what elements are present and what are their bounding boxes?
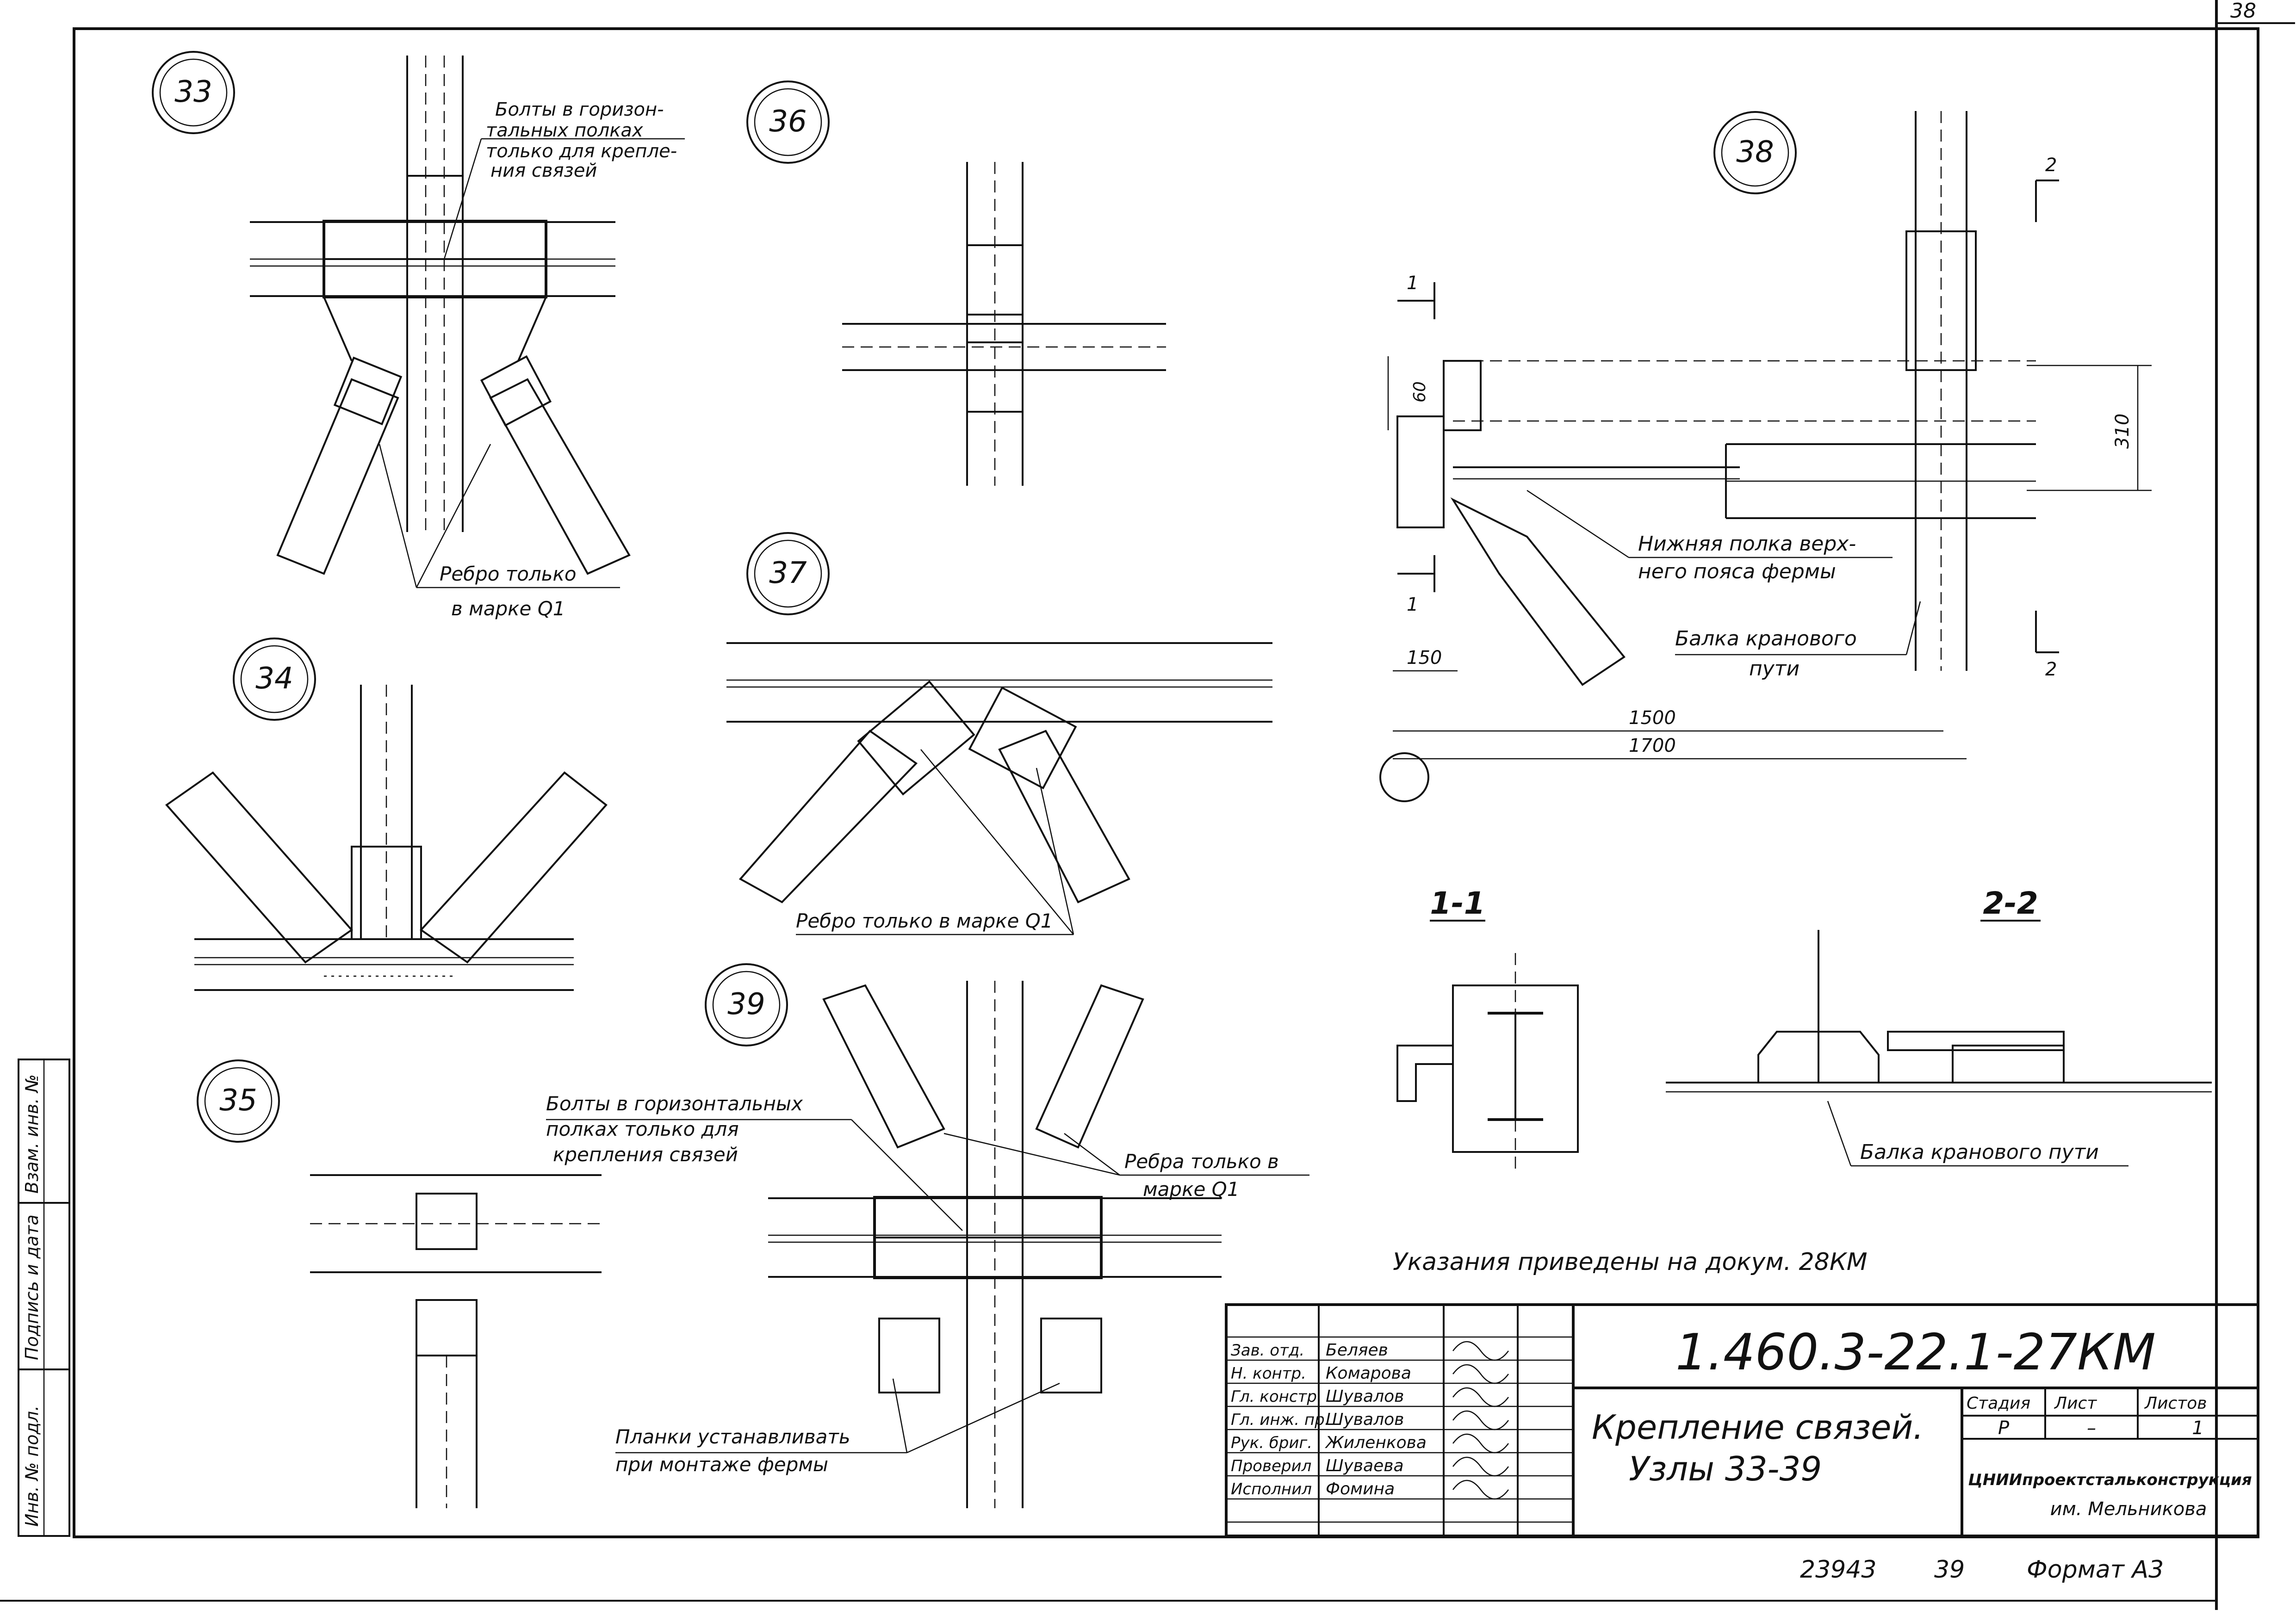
node-38-mark-1-bottom: 1 <box>1407 594 1418 615</box>
section-1-1: 1-1 <box>1396 885 1579 1175</box>
node-39-bolts-note-3: крепления связей <box>553 1143 738 1166</box>
title-stage-value: Р <box>1998 1418 2010 1439</box>
title-name-3: Шувалов <box>1326 1410 1404 1429</box>
node-38-mark-2-top: 2 <box>2045 155 2057 176</box>
title-sheets-value: 1 <box>2192 1418 2203 1439</box>
title-role-4: Рук. бриг. <box>1231 1434 1312 1452</box>
title-name-1: Комарова <box>1326 1364 1411 1383</box>
node-38-mark-1-top: 1 <box>1407 272 1418 294</box>
corner-sheet-number: 38 <box>2230 0 2256 23</box>
side-stamp-inv: Инв. № подл. <box>22 1405 42 1527</box>
side-stamp: Инв. № подл. Подпись и дата Взам. инв. № <box>18 1059 70 1537</box>
title-sheets-header: Листов <box>2144 1394 2207 1413</box>
footer-copy: 39 <box>1934 1556 1965 1584</box>
node-33-bolts-note-1: Болты в горизон- <box>495 99 664 120</box>
title-stage-header: Стадия <box>1967 1394 2030 1413</box>
title-name-line-2: Узлы 33-39 <box>1629 1449 1822 1488</box>
node-39-bolts-note-2: полках только для <box>546 1118 739 1140</box>
title-code: 1.460.3-22.1-27КМ <box>1675 1324 2156 1381</box>
node-38-dim-1500: 1500 <box>1629 707 1676 729</box>
node-34-number: 34 <box>255 662 293 696</box>
node-37: 37 Ребро только в марке Q1 <box>726 532 1272 935</box>
footer: 23943 39 Формат А3 <box>1800 1556 2164 1584</box>
node-33: 33 Болты в горизон- тальных полках тольк… <box>152 51 685 620</box>
node-39-callout: 39 <box>705 963 788 1046</box>
node-35-callout: 35 <box>197 1059 280 1143</box>
node-38-callout: 38 <box>1713 111 1797 194</box>
node-39-plates-note-2: при монтаже фермы <box>615 1453 828 1476</box>
title-name-4: Жиленкова <box>1325 1433 1427 1452</box>
node-36: 36 <box>746 80 1166 486</box>
node-39-rib-note-2: марке Q1 <box>1143 1178 1239 1201</box>
node-38-mark-2-bottom: 2 <box>2045 659 2057 680</box>
node-35-number: 35 <box>219 1083 257 1118</box>
title-sheet-value: – <box>2087 1418 2096 1439</box>
title-role-5: Проверил <box>1231 1457 1311 1475</box>
node-38-beam-note-1: Балка кранового <box>1675 627 1857 650</box>
node-38-dim-1700: 1700 <box>1629 735 1676 756</box>
node-33-bolts-note-4: ния связей <box>490 160 597 181</box>
node-39-bolts-note-1: Болты в горизонтальных <box>546 1092 803 1115</box>
title-org-2: им. Мельникова <box>2050 1498 2207 1520</box>
node-33-bolts-note-2: тальных полках <box>486 120 643 141</box>
node-38-lower-flange-note-1: Нижняя полка верх- <box>1638 532 1856 556</box>
section-2-2-beam-note: Балка кранового пути <box>1860 1140 2099 1164</box>
node-38: 38 1 1 2 2 60 <box>1379 111 2152 802</box>
title-role-1: Н. контр. <box>1231 1364 1306 1383</box>
section-2-2: 2-2 Балка кранового пути <box>1666 885 2212 1167</box>
node-37-number: 37 <box>769 556 807 590</box>
node-33-number: 33 <box>174 75 212 109</box>
node-39-number: 39 <box>727 987 765 1021</box>
title-name-2: Шувалов <box>1326 1387 1404 1406</box>
node-37-callout: 37 <box>746 532 830 615</box>
node-36-callout: 36 <box>746 80 830 164</box>
side-stamp-replace: Взам. инв. № <box>22 1074 42 1194</box>
footer-format: Формат А3 <box>2027 1556 2164 1584</box>
title-role-0: Зав. отд. <box>1231 1341 1304 1360</box>
node-33-rib-note-1: Ребро только <box>440 563 577 585</box>
node-37-rib-note: Ребро только в марке Q1 <box>796 910 1053 932</box>
signatures <box>1452 1341 1509 1500</box>
title-sheet-header: Лист <box>2054 1394 2097 1413</box>
title-name-6: Фомина <box>1326 1480 1395 1498</box>
section-2-2-label: 2-2 <box>1983 885 2038 921</box>
node-39-plates-note-1: Планки устанавливать <box>615 1425 850 1448</box>
node-38-number: 38 <box>1736 135 1774 169</box>
node-38-dim-60: 60 <box>1410 381 1429 402</box>
node-38-dim-310: 310 <box>2112 414 2133 449</box>
title-name-5: Шуваева <box>1326 1456 1404 1475</box>
node-34: 34 <box>165 638 608 991</box>
node-35: 35 <box>197 1059 602 1508</box>
title-role-6: Исполнил <box>1231 1480 1312 1498</box>
node-39: 39 Болты в горизонтальных полках только … <box>546 963 1309 1508</box>
node-38-lower-flange-note-2: него пояса фермы <box>1638 560 1836 583</box>
node-38-beam-note-2: пути <box>1749 657 1800 681</box>
title-name-0: Беляев <box>1326 1341 1388 1360</box>
node-39-rib-note-1: Ребра только в <box>1124 1150 1279 1173</box>
node-33-bolts-note-3: только для крепле- <box>486 141 677 162</box>
section-1-1-label: 1-1 <box>1430 885 1485 921</box>
title-name-line-1: Крепление связей. <box>1592 1408 1924 1447</box>
footer-number: 23943 <box>1800 1556 1876 1584</box>
node-34-callout: 34 <box>233 638 316 721</box>
title-org: ЦНИИпроектстальконструкция <box>1968 1471 2252 1489</box>
reference-note: Указания приведены на докум. 28КМ <box>1393 1248 1868 1276</box>
node-33-callout: 33 <box>152 51 235 134</box>
node-36-number: 36 <box>769 105 807 139</box>
title-role-3: Гл. инж. пр. <box>1231 1411 1329 1429</box>
title-role-2: Гл. констр. <box>1231 1387 1322 1406</box>
side-stamp-sign: Подпись и дата <box>22 1214 42 1360</box>
title-block: Зав. отд. Н. контр. Гл. констр. Гл. инж.… <box>1225 1303 2259 1537</box>
node-38-dim-150: 150 <box>1407 647 1442 669</box>
node-33-rib-note-2: в марке Q1 <box>451 597 565 620</box>
